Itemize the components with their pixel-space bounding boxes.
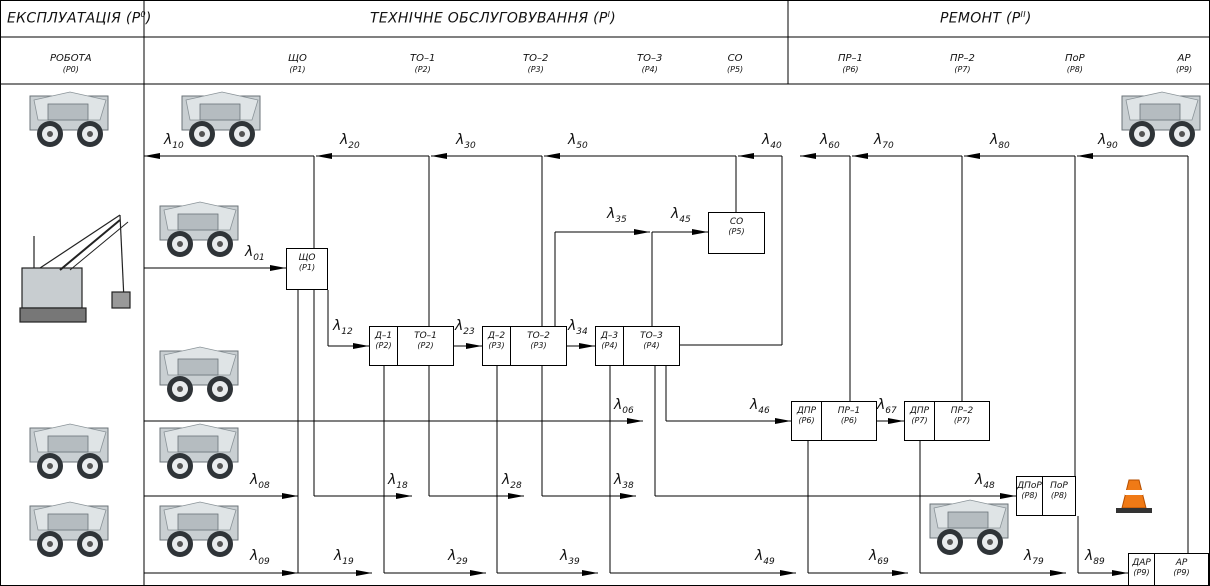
box-dar-cell: ДАР(P9) [1129,554,1155,585]
rate-label: λ28 [502,472,522,491]
state-box-so: СО(P5) [708,212,765,254]
dump-truck-icon [159,201,239,258]
rate-label: λ69 [869,548,889,567]
rate-label: λ08 [250,472,270,491]
rate-label: λ46 [750,397,770,416]
rate-label: λ10 [164,132,184,151]
box-dpr1-cell: ДПР(P6) [792,402,822,440]
state-box-sho: ЩО(P1) [286,248,328,290]
dump-truck-icon [29,423,109,480]
rate-label: λ38 [614,472,634,491]
box-d3-cell: Д–3(P4) [596,327,624,365]
state-box-ar: ДАР(P9) АР(P9) [1128,553,1209,586]
rate-label: λ19 [334,548,354,567]
rate-label: λ49 [755,548,775,567]
header-repair: РЕМОНТ (РІІ) [940,10,1032,27]
rate-label: λ01 [245,244,265,263]
subheader-sho: ЩО(P1) [288,53,307,74]
state-box-to2: Д–2(P3) ТО–2(P3) [482,326,567,366]
rate-label: λ89 [1085,548,1105,567]
box-to1-cell: ТО–1(P2) [414,331,437,350]
box-pr2-cell: ПР–2(P7) [950,406,974,425]
box-sho-cell: ЩО(P1) [298,253,316,272]
dump-truck-icon [159,423,239,480]
state-box-pr1: ДПР(P6) ПР–1(P6) [791,401,877,441]
subheader-pr2: ПР–2(P7) [950,53,975,74]
excavator-icon [19,214,131,323]
rate-label: λ35 [607,206,627,225]
dump-truck-icon [29,91,109,148]
header-maintenance: ТЕХНІЧНЕ ОБСЛУГОВУВАННЯ (РІ) [370,10,617,27]
rate-label: λ50 [568,132,588,151]
subheader-to2: ТО–2(P3) [523,53,549,74]
dump-truck-icon [929,499,1009,556]
subheader-pr1: ПР–1(P6) [838,53,863,74]
state-box-to3: Д–3(P4) ТО–3(P4) [595,326,680,366]
state-box-por: ДПоР(P8) ПоР(P8) [1016,476,1076,516]
state-box-pr2: ДПР(P7) ПР–2(P7) [904,401,990,441]
box-ar-cell: АР(P9) [1173,558,1190,577]
rate-label: λ45 [671,206,691,225]
rate-label: λ40 [762,132,782,151]
dump-truck-icon [159,501,239,558]
rate-label: λ09 [250,548,270,567]
rate-label: λ90 [1098,132,1118,151]
rate-label: λ70 [874,132,894,151]
subheader-so: СО(P5) [727,53,744,74]
rate-label: λ20 [340,132,360,151]
rate-label: λ34 [568,318,588,337]
dump-truck-icon [29,501,109,558]
flow-lines [144,153,1189,576]
box-to3-cell: ТО–3(P4) [640,331,663,350]
traffic-cone-icon [1116,479,1152,513]
subheader-work: РОБОТА(P0) [50,53,92,74]
rate-label: λ18 [388,472,408,491]
dump-truck-icon [181,91,261,148]
rate-label: λ48 [975,472,995,491]
box-to2-cell: ТО–2(P3) [527,331,550,350]
rate-label: λ39 [560,548,580,567]
rate-label: λ06 [614,397,634,416]
rate-label: λ60 [820,132,840,151]
box-dpr2-cell: ДПР(P7) [905,402,935,440]
rate-label: λ29 [448,548,468,567]
rate-label: λ67 [877,397,897,416]
subheader-ar: АР(P9) [1176,53,1193,74]
state-box-to1: Д–1(P2) ТО–1(P2) [369,326,454,366]
subheader-to1: ТО–1(P2) [410,53,436,74]
box-so-cell: СО(P5) [728,217,745,236]
box-por-cell: ПоР(P8) [1050,481,1068,500]
rate-label: λ12 [333,318,353,337]
subheader-to3: ТО–3(P4) [637,53,663,74]
dump-truck-icon [159,346,239,403]
box-dpor-cell: ДПоР(P8) [1017,477,1043,515]
dump-truck-icon [1121,91,1201,148]
rate-label: λ80 [990,132,1010,151]
box-d2-cell: Д–2(P3) [483,327,511,365]
subheader-por: ПоР(P8) [1065,53,1085,74]
box-pr1-cell: ПР–1(P6) [837,406,861,425]
rate-label: λ79 [1024,548,1044,567]
rate-label: λ23 [455,318,475,337]
box-d1-cell: Д–1(P2) [370,327,398,365]
rate-label: λ30 [456,132,476,151]
header-operation: ЕКСПЛУАТАЦІЯ (Р0) [7,10,152,27]
